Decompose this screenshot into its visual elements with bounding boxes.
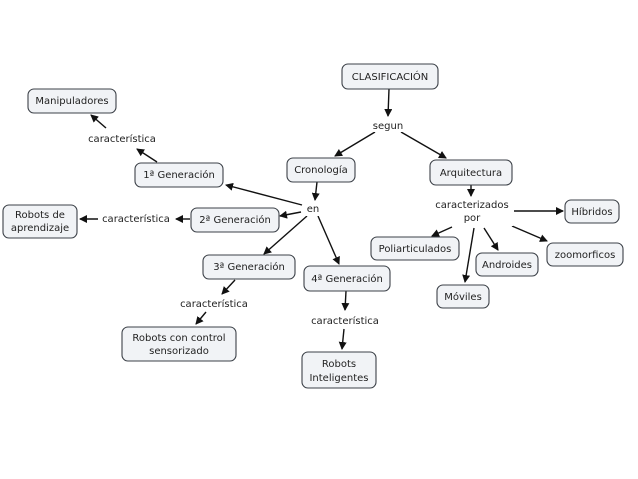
node-robots-inteligentes-line2: Inteligentes — [309, 373, 368, 384]
node-poliarticulados-text: Poliarticulados — [379, 244, 452, 255]
node-moviles-text: Móviles — [444, 291, 482, 303]
node-zoomorficos-text: zoomorficos — [555, 250, 616, 261]
node-cronologia[interactable]: Cronología — [286, 157, 356, 183]
edge-en-gen4 — [317, 215, 340, 265]
edge-caract-control — [195, 311, 207, 325]
label-caract-gen2-text: característica — [102, 213, 170, 225]
edge-caract-poliarticulados — [431, 226, 453, 237]
node-robots-aprendizaje-line1: Robots de — [15, 210, 65, 221]
edge-segun-cronologia — [334, 131, 376, 157]
label-caract-gen4-text: característica — [311, 315, 379, 327]
label-caracterizados-line2: por — [464, 213, 481, 224]
node-manipuladores-text: Manipuladores — [35, 96, 108, 107]
node-gen3-text: 3ª Generación — [213, 261, 285, 273]
label-caract-gen1-text: característica — [88, 133, 156, 145]
node-androides-text: Androides — [482, 260, 532, 271]
edge-en-gen2 — [279, 210, 302, 219]
node-robots-inteligentes-line1: Robots — [322, 359, 356, 370]
node-gen2-text: 2ª Generación — [199, 214, 271, 226]
node-robots-inteligentes[interactable]: Robots Inteligentes — [301, 351, 377, 389]
label-caract-gen3-text: característica — [180, 298, 248, 310]
label-segun-text: segun — [373, 121, 403, 132]
node-poliarticulados[interactable]: Poliarticulados — [370, 236, 460, 261]
edge-caract-zoomorficos — [511, 225, 548, 242]
edge-clasificacion-segun — [384, 88, 393, 117]
node-clasificacion[interactable]: CLASIFICACIÓN — [341, 63, 439, 90]
node-robots-aprendizaje[interactable]: Robots de aprendizaje — [2, 204, 78, 239]
edge-cronologia-en — [311, 181, 320, 201]
node-gen4[interactable]: 4ª Generación — [303, 265, 391, 292]
node-robots-control-line1: Robots con control — [132, 333, 225, 344]
label-en: en — [304, 202, 324, 216]
edge-caract-moviles — [462, 227, 475, 283]
label-caract-gen1: característica — [86, 131, 158, 145]
node-hibridos[interactable]: Híbridos — [564, 199, 620, 224]
edge-segun-arquitectura — [400, 131, 447, 159]
label-caract-gen2: característica — [100, 212, 172, 226]
edge-caract-androides — [483, 227, 499, 251]
node-hibridos-text: Híbridos — [571, 206, 612, 218]
edges — [79, 88, 564, 350]
node-manipuladores[interactable]: Manipuladores — [27, 88, 117, 114]
node-cronologia-text: Cronología — [294, 164, 348, 176]
node-arquitectura-text: Arquitectura — [440, 168, 502, 179]
edge-caract-inteligentes — [338, 328, 347, 350]
node-clasificacion-text: CLASIFICACIÓN — [352, 70, 429, 83]
node-robots-control-line2: sensorizado — [149, 346, 209, 357]
node-gen2[interactable]: 2ª Generación — [190, 207, 280, 233]
edge-gen3-caract — [221, 279, 236, 295]
node-gen3[interactable]: 3ª Generación — [202, 254, 296, 280]
node-gen1[interactable]: 1ª Generación — [134, 162, 224, 188]
label-caracterizados: caracterizados por — [431, 198, 513, 226]
node-moviles[interactable]: Móviles — [436, 284, 490, 309]
node-androides[interactable]: Androides — [475, 252, 539, 277]
node-arquitectura[interactable]: Arquitectura — [429, 159, 513, 186]
edge-en-gen3 — [263, 215, 308, 255]
label-caract-gen4: característica — [309, 313, 381, 327]
edge-en-gen1 — [225, 182, 303, 206]
node-zoomorficos[interactable]: zoomorficos — [546, 242, 624, 267]
edge-caract-manipuladores — [90, 114, 107, 129]
label-caracterizados-line1: caracterizados — [435, 200, 508, 211]
node-robots-aprendizaje-line2: aprendizaje — [11, 223, 69, 234]
node-gen1-text: 1ª Generación — [143, 169, 215, 181]
node-robots-control[interactable]: Robots con control sensorizado — [121, 326, 237, 362]
label-en-text: en — [307, 204, 320, 215]
node-gen4-text: 4ª Generación — [311, 273, 383, 285]
edge-gen4-caract — [341, 290, 350, 311]
label-segun: segun — [369, 118, 407, 132]
edge-gen1-caract — [136, 148, 158, 163]
label-caract-gen3: característica — [178, 296, 250, 310]
